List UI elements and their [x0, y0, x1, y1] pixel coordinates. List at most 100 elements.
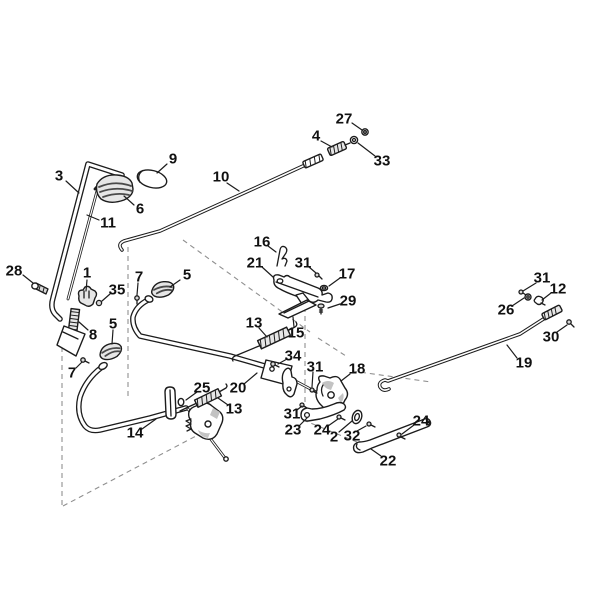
dashed-line — [302, 419, 358, 443]
part-31-screw-top — [314, 272, 323, 280]
part-label-20: 20 — [230, 380, 247, 397]
part-label-3: 3 — [55, 168, 63, 185]
leader-line-22 — [370, 448, 382, 457]
part-label-7: 7 — [135, 269, 143, 286]
part-label-31: 31 — [534, 270, 551, 287]
leader-line-25 — [185, 391, 198, 401]
leader-line-33 — [357, 142, 376, 157]
part-label-19: 19 — [516, 355, 533, 372]
leader-line-11 — [86, 214, 100, 221]
part-15-wedge — [278, 299, 317, 319]
part-26-washer — [524, 293, 532, 301]
leader-line-8 — [78, 321, 89, 331]
part-label-30: 30 — [543, 329, 560, 346]
leader-line-13 — [217, 397, 229, 406]
part-9-knob — [136, 169, 168, 189]
part-label-4: 4 — [312, 128, 321, 145]
part-label-17: 17 — [339, 266, 356, 283]
leader-line-31 — [296, 405, 303, 411]
part-7-screw-left — [80, 357, 90, 364]
construction-lines — [61, 239, 432, 507]
leader-line-13 — [258, 327, 268, 338]
part-7-screw-middle — [134, 295, 140, 305]
part-label-27: 27 — [336, 111, 353, 128]
leader-line-19 — [506, 344, 518, 359]
leader-line-7 — [136, 282, 139, 296]
part-31-screw-mid — [309, 387, 318, 394]
part-label-26: 26 — [498, 302, 515, 319]
leader-line-35 — [101, 293, 111, 302]
part-11-rod — [66, 184, 105, 301]
part-16-clip — [276, 245, 288, 267]
part-label-16: 16 — [254, 234, 271, 251]
part-label-5: 5 — [109, 316, 117, 333]
leader-line-31 — [522, 282, 537, 292]
part-label-35: 35 — [109, 282, 126, 299]
dashed-line — [351, 370, 432, 383]
leader-line-10 — [226, 182, 240, 192]
leader-line-4 — [320, 140, 333, 148]
part-label-11: 11 — [100, 215, 116, 232]
part-5-pad-left — [99, 342, 123, 361]
leader-line-31 — [311, 371, 314, 388]
part-label-7: 7 — [68, 365, 76, 382]
part-2-disc — [351, 409, 363, 425]
leader-line-34 — [277, 358, 288, 365]
part-label-33: 33 — [374, 153, 391, 170]
leader-line-20 — [243, 372, 258, 385]
leader-line-28 — [22, 274, 34, 284]
leader-line-24 — [327, 418, 339, 427]
part-5-pad-middle — [150, 280, 175, 298]
part-label-13: 13 — [246, 315, 263, 332]
part-24-screw-right — [396, 432, 406, 440]
part-13-spring-lower — [179, 383, 228, 412]
part-label-12: 12 — [550, 281, 567, 298]
leader-line-14 — [141, 418, 157, 430]
part-label-31: 31 — [307, 359, 324, 376]
leader-line-2 — [338, 420, 353, 433]
leader-line-12 — [541, 292, 552, 301]
part-label-9: 9 — [169, 151, 177, 168]
part-6-grip — [95, 174, 134, 203]
part-28-bolt — [31, 282, 49, 295]
part-label-18: 18 — [349, 361, 366, 378]
leader-line-1 — [85, 279, 88, 292]
part-hook-bracket — [281, 367, 298, 398]
leader-line-17 — [328, 277, 341, 287]
part-27-nut — [361, 128, 369, 136]
leader-line-7 — [75, 361, 83, 369]
part-29-screw — [317, 303, 325, 315]
part-label-10: 10 — [213, 169, 230, 186]
dashed-line — [317, 337, 347, 357]
part-label-22: 22 — [380, 453, 397, 470]
part-8-spring — [56, 307, 86, 357]
part-label-25: 25 — [194, 380, 211, 397]
part-label-32: 32 — [344, 428, 361, 445]
part-label-13: 13 — [226, 401, 243, 418]
leader-line-15 — [292, 316, 295, 328]
part-14-pedal-frame — [76, 361, 229, 462]
part-label-1: 1 — [83, 265, 91, 282]
leader-line-27 — [351, 122, 363, 131]
part-label-8: 8 — [89, 327, 97, 344]
part-23-lever — [300, 401, 347, 422]
part-35-nut — [95, 299, 103, 307]
part-label-29: 29 — [340, 293, 357, 310]
leader-line-5 — [169, 279, 181, 288]
leader-line-18 — [340, 373, 351, 382]
part-label-21: 21 — [247, 255, 264, 272]
part-label-6: 6 — [136, 201, 144, 218]
part-label-5: 5 — [183, 267, 191, 284]
leader-line-32 — [356, 425, 367, 432]
leader-line-6 — [123, 195, 135, 206]
part-32-bolt — [366, 421, 376, 428]
leader-line-29 — [327, 303, 341, 309]
parts-layer — [31, 128, 575, 462]
leader-line-3 — [65, 180, 80, 194]
part-label-14: 14 — [127, 425, 144, 442]
part-24-screw-left — [336, 414, 346, 421]
part-label-2: 2 — [330, 429, 338, 446]
part-label-15: 15 — [288, 325, 305, 342]
